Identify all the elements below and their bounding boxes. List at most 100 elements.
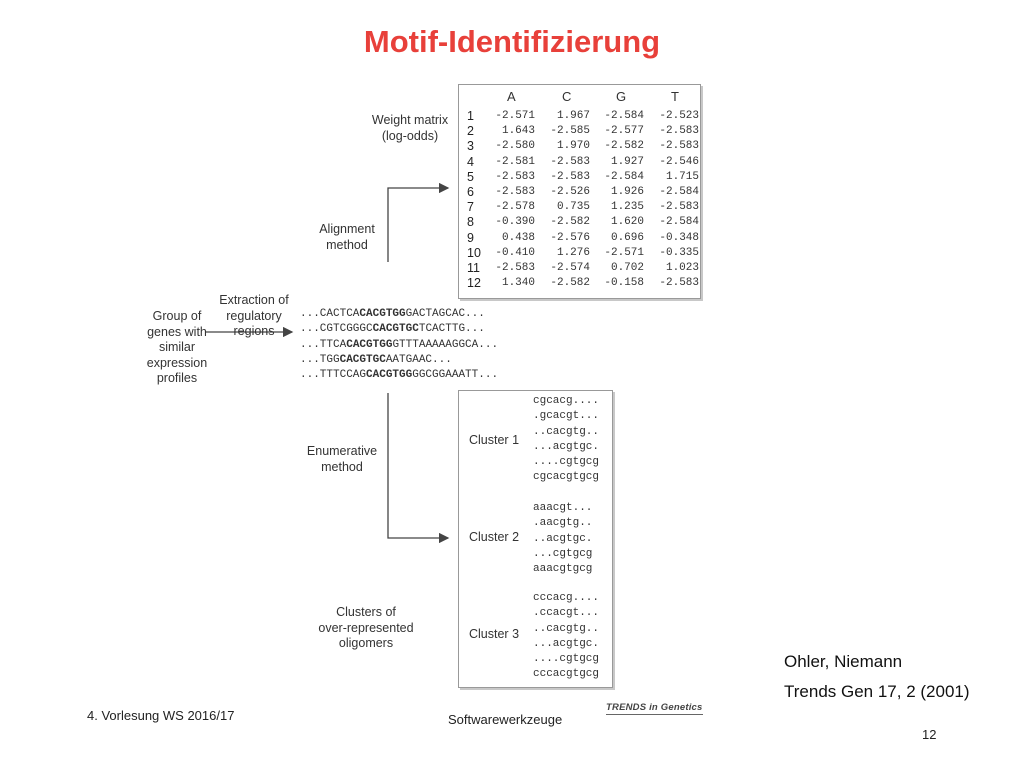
log-odds-value: -2.583 [659,201,699,214]
oligomer: ...acgtgc. [533,637,600,650]
position-number: 7 [467,200,474,215]
log-odds-value: -0.410 [495,246,535,259]
sequence-line: ...CACTCACACGTGGGACTAGCAC... [300,307,498,322]
oligomer: ....cgtgcg [533,456,600,469]
oligomer: ...acgtgc. [533,440,600,453]
log-odds-value: 1.023 [665,262,699,274]
weight-matrix-label: Weight matrix (log-odds) [371,113,449,143]
page-number: 12 [922,727,937,742]
sequence-line: ...TGGCACGTGCAATGAAC... [300,353,498,368]
line-to-clusters [387,393,450,544]
log-odds-value: -2.583 [495,186,535,198]
log-odds-value: -2.571 [604,246,644,259]
oligomer-clusters-label: Clusters of over-represented oligomers [318,605,414,650]
flanking-sequence: AATGAAC... [385,353,452,366]
log-odds-value: -2.583 [495,262,535,274]
sequence-line: ...TTTCCAGCACGTGGGGCGGAAATT... [300,368,498,383]
log-odds-value: 1.235 [610,201,644,214]
flanking-sequence: ...CGTCGGGC [300,323,373,336]
slide-title: Motif-Identifizierung [363,24,661,59]
log-odds-value: -2.526 [550,186,590,198]
log-odds-value: 0.696 [610,231,644,244]
log-odds-value: -2.583 [659,277,699,290]
motif-core: CACGTGG [359,308,406,320]
log-odds-value: 1.927 [610,155,644,168]
log-odds-value: -2.584 [659,186,699,198]
oligomer: cgcacg.... [533,395,600,407]
motif-core: CACGTGC [339,353,386,366]
cluster-label: Cluster 1 [469,433,520,447]
motif-core: CACGTGC [372,323,419,336]
cluster-sequences: cgcacg.... .gcacgt... ..cacgtg.. ...acgtgc.… [533,394,599,486]
clusters-box: Cluster 1 cgcacg.... .gcacgt... ..cacgtg..… [458,390,613,688]
flanking-sequence: GTTTAAAAAGGCA... [392,338,499,351]
log-odds-value: -2.577 [604,125,644,138]
column-header-c: C [562,89,572,104]
motif-core: CACGTGG [346,338,393,351]
position-number: 12 [467,276,481,291]
footer-lecture: 4. Vorlesung WS 2016/17 [87,708,235,723]
oligomer: .aacgtg.. [533,517,593,530]
log-odds-value: -0.390 [495,216,535,229]
log-odds-value: 1.967 [556,110,590,122]
column-header-a: A [507,89,516,104]
log-odds-value: -2.571 [495,110,535,122]
line-to-weight-matrix [387,182,450,262]
log-odds-value: -2.582 [604,140,644,153]
flanking-sequence: TCACTTG... [418,323,485,336]
flanking-sequence: ...TTCA [300,338,347,351]
position-number: 2 [467,124,474,139]
oligomer: cccacg.... [533,592,600,604]
oligomer: ..cacgtg.. [533,622,600,635]
regulatory-sequences: ...CACTCACACGTGGGACTAGCAC......CGTCGGGCC… [300,307,498,383]
oligomer: ..cacgtg.. [533,425,600,438]
log-odds-value: 0.702 [610,262,644,274]
oligomer: cgcacgtgcg [533,471,600,484]
oligomer: aaacgtgcg [533,563,593,576]
enumerative-method-label: Enumerative method [306,444,378,474]
log-odds-value: -2.584 [604,170,644,183]
sequence-line: ...TTCACACGTGGGTTTAAAAAGGCA... [300,338,498,353]
gene-group-label: Group of genes with similar expression p… [146,309,208,385]
flanking-sequence: ...TTTCCAG [300,369,367,382]
column-header-t: T [671,89,679,104]
cluster-label: Cluster 3 [469,627,520,641]
oligomer: ....cgtgcg [533,653,600,666]
oligomer: aaacgt... [533,502,593,514]
position-number: 10 [467,245,481,260]
flanking-sequence: GACTAGCAC... [405,308,485,320]
log-odds-value: -2.583 [495,170,535,183]
log-odds-value: -0.158 [604,277,644,290]
log-odds-value: -2.583 [659,140,699,153]
log-odds-value: -2.581 [495,155,535,168]
log-odds-value: 1.643 [501,125,535,138]
alignment-method-label: Alignment method [319,222,375,252]
position-number: 5 [467,169,474,184]
flanking-sequence: ...CACTCA [300,308,360,320]
log-odds-value: -2.585 [550,125,590,138]
log-odds-value: 1.620 [610,216,644,229]
log-odds-value: 0.438 [501,231,535,244]
log-odds-value: 1.970 [556,140,590,153]
oligomer: .gcacgt... [533,410,600,423]
log-odds-value: -2.584 [604,110,644,122]
log-odds-value: -2.523 [659,110,699,122]
oligomer: ...cgtgcg [533,547,593,560]
flanking-sequence: GGCGGAAATT... [412,369,499,382]
log-odds-value: -2.582 [550,216,590,229]
log-odds-value: -2.574 [550,262,590,274]
log-odds-value: -0.348 [659,231,699,244]
log-odds-value: -2.576 [550,231,590,244]
position-number: 8 [467,215,474,230]
sequence-line: ...CGTCGGGCCACGTGCTCACTTG... [300,322,498,337]
log-odds-value: -2.583 [550,155,590,168]
log-odds-value: -2.583 [550,170,590,183]
